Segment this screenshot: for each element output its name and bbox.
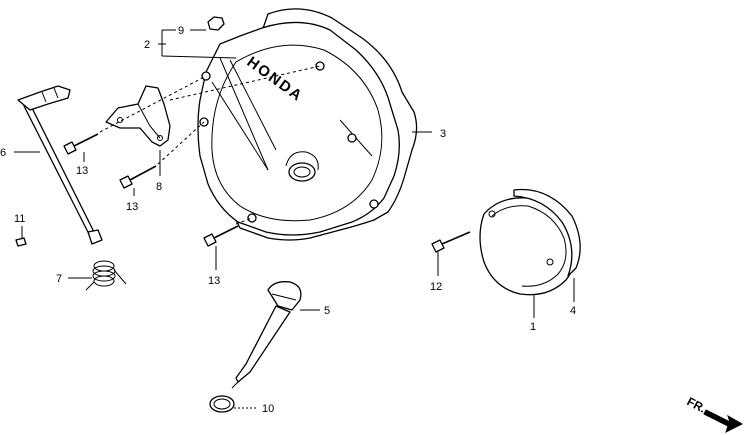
cover-inner-rim xyxy=(211,44,383,222)
cover-ridge xyxy=(229,59,277,151)
callout-5: 5 xyxy=(324,305,330,317)
callout-9: 9 xyxy=(178,25,184,37)
bolt-boss xyxy=(247,213,257,223)
oil-filler-boss xyxy=(285,151,319,171)
bolt-boss xyxy=(201,71,211,81)
spring-part-7 xyxy=(85,260,127,291)
bolt-boss xyxy=(315,61,325,71)
callout-11: 11 xyxy=(14,213,25,225)
pin-part-11 xyxy=(15,237,27,247)
callout-8: 8 xyxy=(156,181,162,193)
callout-13-c: 13 xyxy=(208,275,220,287)
cap-bolt-hole xyxy=(488,210,496,218)
bolt-part-13-c xyxy=(203,225,239,247)
callout-10: 10 xyxy=(262,403,274,415)
callout-3: 3 xyxy=(440,128,446,140)
callout-4: 4 xyxy=(570,305,576,317)
cap-bolt-hole xyxy=(546,258,554,266)
o-ring-part-10-inner xyxy=(213,398,231,410)
bolt-part-12 xyxy=(431,231,471,253)
bolt-boss xyxy=(369,199,379,209)
bolt-part-13-a xyxy=(63,133,99,155)
front-direction-indicator: FR. xyxy=(685,394,744,433)
callout-13-b: 13 xyxy=(126,201,138,213)
crankcase-cover xyxy=(197,21,400,236)
shift-shaft-end xyxy=(87,229,103,245)
bracket-edge xyxy=(137,103,161,139)
bracket-hole xyxy=(157,135,163,141)
leader-lines xyxy=(14,29,575,409)
cover-ridge xyxy=(211,81,269,171)
oil-filler-hole-inner xyxy=(293,166,311,178)
callout-6: 6 xyxy=(0,147,6,159)
shift-arm-detail xyxy=(53,87,59,99)
callout-2: 2 xyxy=(144,39,150,51)
bolt-part-13-b xyxy=(119,165,157,189)
grommet-part-9 xyxy=(207,16,225,31)
cap-cover-rim xyxy=(491,205,567,287)
shift-arm-detail xyxy=(41,91,47,103)
callout-1: 1 xyxy=(530,321,536,333)
direction-arrow-icon xyxy=(703,409,744,433)
o-ring-part-10 xyxy=(209,395,235,413)
cap-gasket-part-4 xyxy=(513,188,581,277)
bolt-boss xyxy=(347,133,357,143)
callout-12: 12 xyxy=(430,281,442,293)
dipstick-part-5 xyxy=(231,281,302,389)
bracket-part-8 xyxy=(105,85,171,147)
callout-13-a: 13 xyxy=(76,165,88,177)
callout-7: 7 xyxy=(56,273,62,285)
oil-filler-hole xyxy=(288,162,316,182)
